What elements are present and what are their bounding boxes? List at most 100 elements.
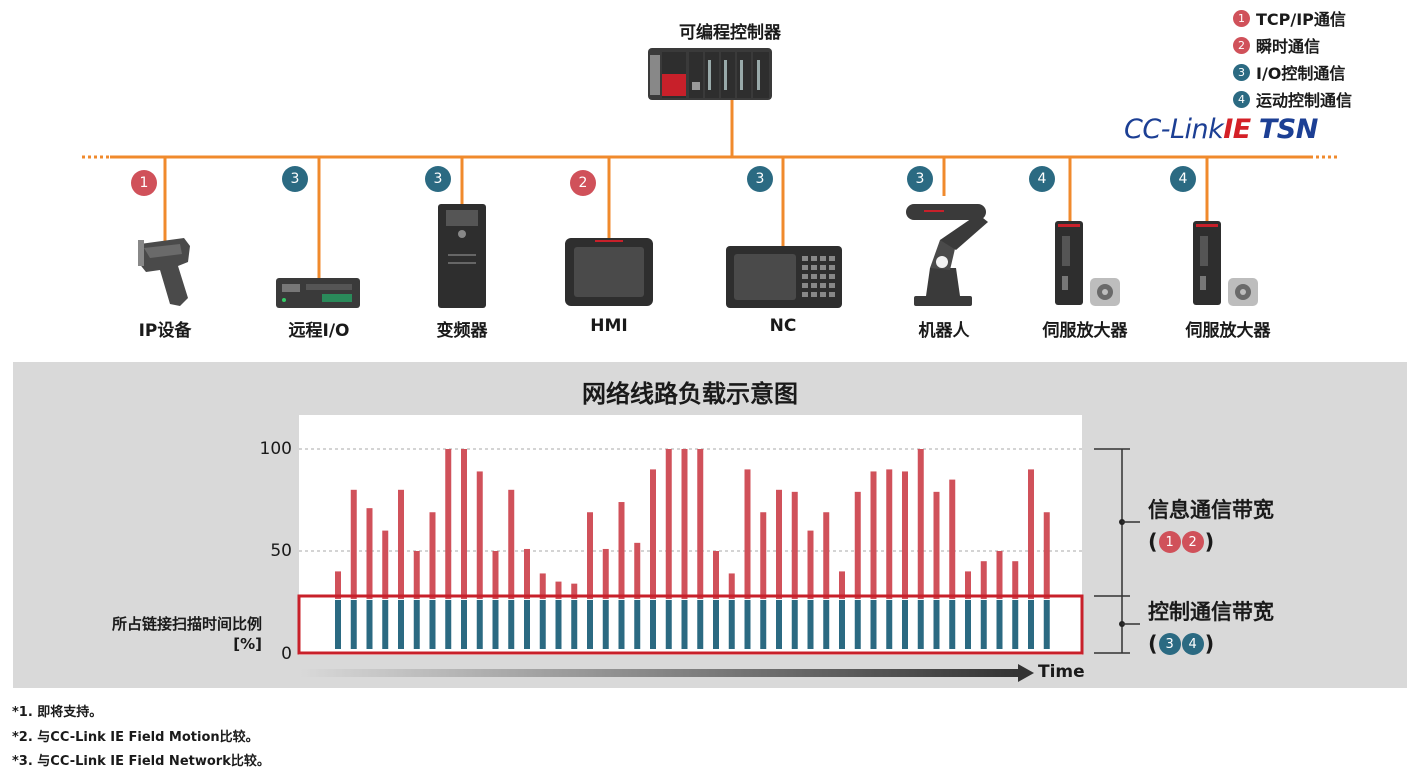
info-bar xyxy=(382,530,389,599)
info-bar xyxy=(791,491,798,599)
control-bar xyxy=(681,599,688,649)
control-bar xyxy=(382,599,389,649)
control-bar xyxy=(650,599,656,649)
control-bar xyxy=(618,599,625,649)
network-diagram: 可编程控制器 xyxy=(0,0,1420,350)
nc-controller-icon xyxy=(726,246,842,308)
device-label-robot: 机器人 xyxy=(918,321,970,341)
logo-part-ie: IE xyxy=(1223,114,1251,145)
network-lines xyxy=(82,48,1338,308)
control-bar xyxy=(398,599,404,649)
plc-controller-icon xyxy=(648,48,772,100)
control-bar xyxy=(902,599,908,649)
info-bar xyxy=(776,489,782,599)
info-bar xyxy=(1028,469,1034,599)
legend-label: 瞬时通信 xyxy=(1256,37,1321,56)
legend-label: TCP/IP通信 xyxy=(1256,10,1346,29)
info-bar xyxy=(650,469,656,599)
device-label-servo-1: 伺服放大器 xyxy=(1042,321,1128,341)
device-label-nc: NC xyxy=(769,316,797,336)
robot-arm-icon xyxy=(906,204,988,306)
control-bar xyxy=(713,599,719,649)
servo-amplifier-icon xyxy=(1055,221,1120,306)
control-bar xyxy=(461,599,467,649)
control-bar xyxy=(429,599,436,649)
servo-amplifier-icon xyxy=(1193,221,1258,306)
control-bar xyxy=(508,599,515,649)
control-bar xyxy=(728,599,735,649)
control-bar xyxy=(602,599,609,649)
legend-badge: 2 xyxy=(1233,36,1250,54)
logo-part-cclink: CC-Link xyxy=(1124,114,1224,145)
info-bar xyxy=(634,542,641,599)
info-bar xyxy=(539,573,546,599)
remote-io-icon xyxy=(276,278,360,308)
control-bandwidth-title: 控制通信带宽 xyxy=(1148,600,1274,624)
device-badge-2: 3 xyxy=(282,166,308,192)
device-badge-7: 4 xyxy=(1029,166,1055,192)
control-highlight-box xyxy=(297,594,1084,655)
legend-item-1: 1 TCP/IP通信 xyxy=(1233,6,1346,30)
control-bar xyxy=(744,599,751,649)
info-bandwidth-badges: ( 1 2 ) xyxy=(1148,530,1215,554)
device-badge-1: 1 xyxy=(131,170,157,196)
info-bar xyxy=(807,530,814,599)
control-bar xyxy=(634,599,641,649)
device-label-inverter: 变频器 xyxy=(436,321,488,341)
device-label-ip: IP设备 xyxy=(138,321,192,341)
control-bar xyxy=(350,599,357,649)
device-badge-6: 3 xyxy=(907,166,933,192)
control-bar xyxy=(476,599,483,649)
control-bar xyxy=(697,599,704,649)
info-bar xyxy=(445,449,452,599)
control-bar xyxy=(776,599,782,649)
control-bar xyxy=(1012,599,1019,649)
info-bar xyxy=(902,471,908,599)
info-bar xyxy=(350,489,357,599)
control-bar xyxy=(870,599,877,649)
y-axis-label-line1: 所占链接扫描时间比例 xyxy=(111,615,262,633)
legend-label: 运动控制通信 xyxy=(1256,91,1353,110)
bandwidth-bracket xyxy=(1094,448,1130,654)
info-bar xyxy=(492,551,499,599)
control-bar xyxy=(524,599,530,649)
info-bar xyxy=(870,471,877,599)
control-bar xyxy=(539,599,546,649)
device-label-remote-io: 远程I/O xyxy=(288,321,350,341)
hmi-panel-icon xyxy=(565,238,653,306)
info-bar xyxy=(555,581,562,599)
controller-label: 可编程控制器 xyxy=(679,23,781,43)
info-bandwidth-label: 信息通信带宽 ( 1 2 ) xyxy=(1148,494,1274,554)
info-badge-1: 1 xyxy=(1158,531,1181,553)
info-bar xyxy=(335,571,341,599)
control-bar xyxy=(839,599,845,649)
info-bar xyxy=(618,502,625,599)
control-bar xyxy=(791,599,798,649)
info-bar xyxy=(366,508,373,599)
info-bar xyxy=(429,512,436,599)
control-bar xyxy=(665,599,672,649)
control-bar xyxy=(1043,599,1050,649)
info-bar xyxy=(665,449,672,599)
info-bar xyxy=(728,573,735,599)
control-bar xyxy=(445,599,452,649)
footnote-2: *2. 与CC-Link IE Field Motion比较。 xyxy=(12,730,259,745)
cc-link-ie-tsn-logo: CC-LinkIE TSN xyxy=(1124,114,1318,145)
footnote-3: *3. 与CC-Link IE Field Network比较。 xyxy=(12,754,270,769)
info-bar xyxy=(508,489,515,599)
info-bar xyxy=(823,512,830,599)
y-tick-50: 50 xyxy=(270,541,292,561)
control-bar xyxy=(807,599,814,649)
control-bar xyxy=(965,599,971,649)
device-label-servo-2: 伺服放大器 xyxy=(1185,321,1271,341)
control-bar xyxy=(996,599,1003,649)
info-bar xyxy=(602,548,609,599)
footnote-1: *1. 即将支持。 xyxy=(12,705,103,720)
y-tick-0: 0 xyxy=(281,644,292,664)
info-bar xyxy=(854,491,861,599)
info-bar xyxy=(980,561,987,599)
info-bar xyxy=(744,469,751,599)
load-chart xyxy=(297,415,1140,682)
info-bar xyxy=(917,449,924,599)
info-bar xyxy=(587,512,593,599)
